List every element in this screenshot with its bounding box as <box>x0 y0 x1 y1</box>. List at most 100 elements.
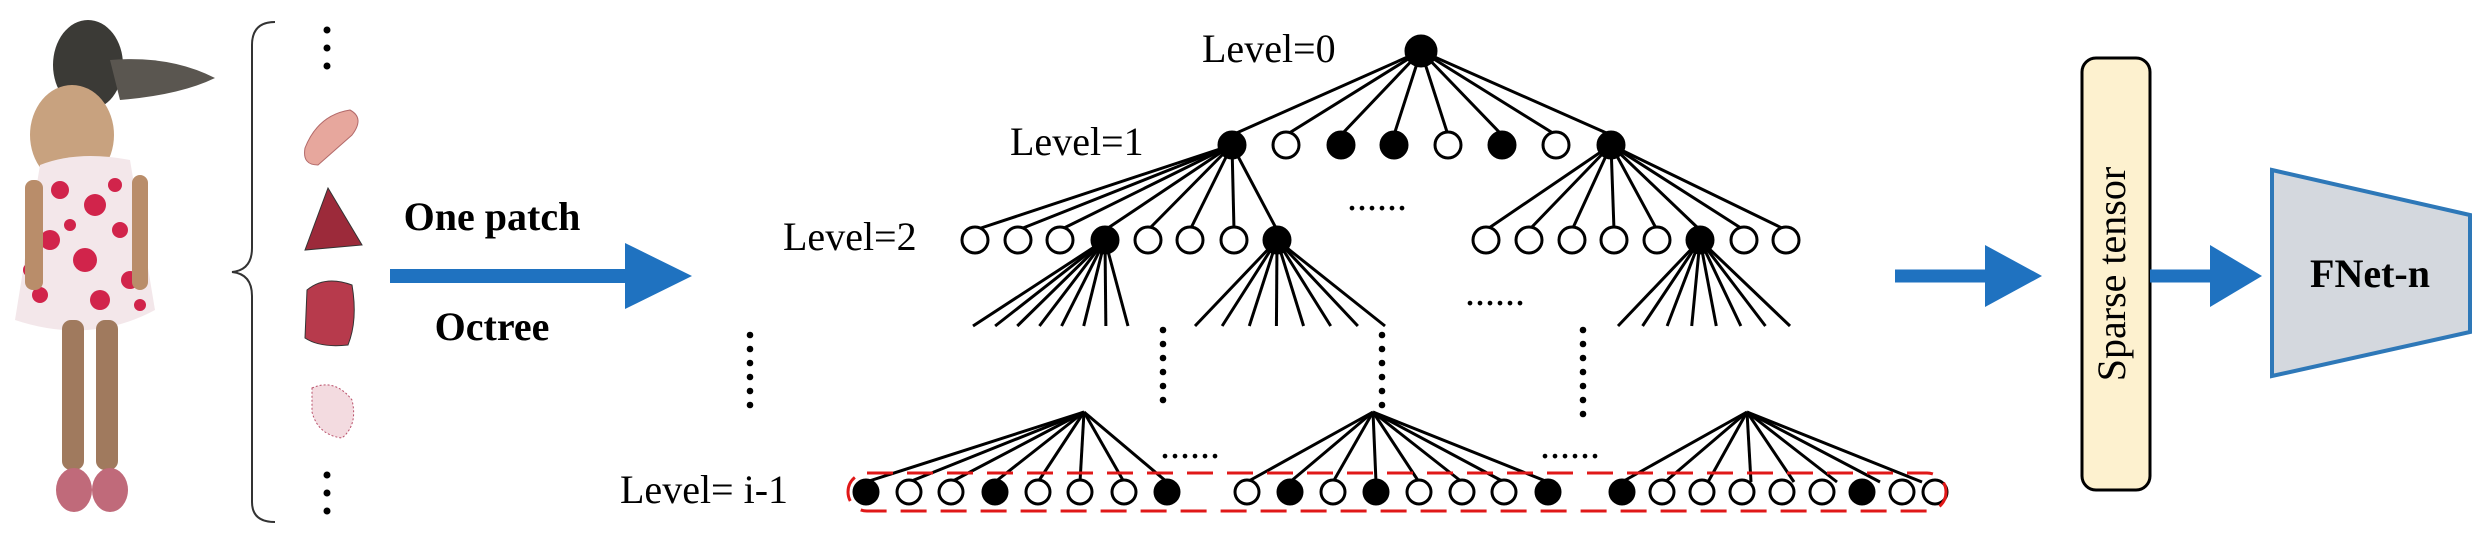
tree-edge <box>1706 411 1749 483</box>
tree-edge <box>1609 143 1702 232</box>
tree-edge <box>950 410 1085 484</box>
one-patch-label: One patch <box>404 194 581 239</box>
left-brace <box>231 21 276 523</box>
vertical-dots <box>746 326 1587 418</box>
ellipsis-last-1: ...... <box>1160 422 1220 467</box>
empty-node <box>1066 478 1094 506</box>
occupied-node <box>852 478 880 506</box>
empty-node <box>1648 478 1676 506</box>
patch-4 <box>311 384 355 439</box>
tree-edge <box>1616 238 1702 328</box>
ellipsis-level2: ...... <box>1347 174 1407 219</box>
empty-node <box>1471 225 1501 255</box>
octree-label: Octree <box>435 304 550 349</box>
patch-1 <box>304 109 359 166</box>
vertical-dot <box>1159 382 1167 390</box>
occupied-node <box>1534 478 1562 506</box>
vertical-dot <box>746 331 754 339</box>
arrow-to-fnet-head <box>2210 245 2262 307</box>
vertical-dot <box>1579 410 1587 418</box>
empty-node <box>1557 225 1587 255</box>
vertical-dot <box>1378 331 1386 339</box>
empty-node <box>1514 225 1544 255</box>
tree-edge <box>1610 143 1787 232</box>
vertical-dot <box>1378 373 1386 381</box>
patch-2 <box>304 186 363 251</box>
main-arrow-head <box>625 243 692 309</box>
tree-edge <box>1420 49 1612 137</box>
occupied-node <box>1326 130 1356 160</box>
occupied-node <box>981 478 1009 506</box>
level-0-label: Level=0 <box>1202 26 1336 71</box>
tree-edge <box>1082 239 1107 327</box>
tree-edge <box>1746 410 1881 484</box>
tree-edge <box>1698 239 1743 327</box>
empty-node <box>1888 478 1916 506</box>
vertical-dot <box>1159 326 1167 334</box>
tree-edge <box>1746 410 1838 484</box>
tree-edge <box>1230 144 1279 231</box>
tree-edge <box>1745 411 1753 483</box>
tree-edge <box>1017 143 1233 232</box>
tree-edge <box>1698 238 1792 328</box>
tree-edge <box>994 238 1106 328</box>
tree-edge <box>1664 410 1748 484</box>
empty-node <box>1490 478 1518 506</box>
empty-node <box>1642 225 1672 255</box>
vertical-dot <box>1159 354 1167 362</box>
sparse-tensor-label: Sparse tensor <box>2089 167 2134 381</box>
tree-edge <box>1698 239 1718 327</box>
tree-edge <box>1420 49 1557 137</box>
tree-edge <box>1103 239 1130 327</box>
occupied-node <box>1153 478 1181 506</box>
tree-edge <box>1698 239 1767 327</box>
tree-edge <box>1036 411 1086 483</box>
tree-edge <box>1419 49 1504 137</box>
tree-edge <box>1485 143 1612 232</box>
vertical-dot <box>1378 345 1386 353</box>
vertical-dot <box>1378 387 1386 395</box>
empty-node <box>1133 225 1163 255</box>
tree-edge <box>1570 144 1613 231</box>
tree-edge <box>1231 49 1422 137</box>
vertical-dot <box>746 359 754 367</box>
empty-node <box>960 225 990 255</box>
tree-edge <box>1275 238 1359 328</box>
occupied-node <box>1090 225 1120 255</box>
tree-edge <box>1371 411 1421 483</box>
patch-list <box>304 26 363 515</box>
tree-edge <box>1331 411 1375 483</box>
vertical-dot <box>1579 354 1587 362</box>
tree-edge <box>1188 144 1234 231</box>
level-last-label: Level= i-1 <box>620 467 788 512</box>
occupied-node <box>1596 130 1626 160</box>
empty-node <box>1003 225 1033 255</box>
vertical-dot <box>1159 340 1167 348</box>
tree-edge <box>1371 411 1378 483</box>
tree-edge <box>1372 410 1463 484</box>
tree-edge <box>1083 410 1168 484</box>
tree-edge <box>1038 239 1107 327</box>
tree-edge <box>1609 144 1659 231</box>
vertical-dot <box>1378 359 1386 367</box>
tree-edge <box>1016 238 1107 328</box>
tree-edge <box>1527 143 1613 232</box>
tree-edge <box>1339 49 1423 137</box>
tree-edge <box>1078 411 1086 483</box>
level-1-label: Level=1 <box>1010 119 1144 164</box>
arrow-to-tensor-head <box>1985 245 2042 307</box>
fnet-label: FNet-n <box>2310 251 2430 296</box>
tree-edge <box>974 143 1233 232</box>
vertical-dot <box>1159 396 1167 404</box>
tree-edge <box>1193 238 1279 328</box>
point-cloud-figure <box>15 20 215 512</box>
empty-node <box>1729 225 1759 255</box>
empty-node <box>1688 478 1716 506</box>
empty-node <box>937 478 965 506</box>
empty-node <box>1433 130 1463 160</box>
empty-node <box>1319 478 1347 506</box>
tree-edge <box>1082 411 1126 483</box>
tree-edge <box>1746 410 1923 484</box>
occupied-node <box>1608 478 1636 506</box>
